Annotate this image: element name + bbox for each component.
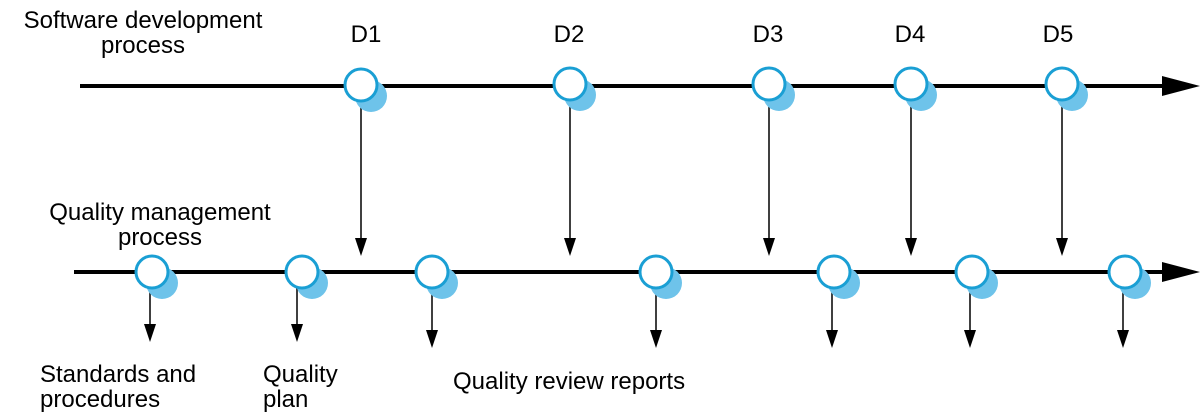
quality-node xyxy=(816,254,860,299)
quality-plan-label-line1: Quality xyxy=(263,361,338,388)
software-process-label-line1: Software development xyxy=(24,7,263,34)
quality-plan-label-line2: plan xyxy=(263,386,308,413)
quality-node xyxy=(1107,254,1151,299)
quality-node xyxy=(414,254,458,299)
quality-process-label-line2: process xyxy=(118,224,202,251)
deliverable-label-d5: D5 xyxy=(1043,21,1074,48)
milestone-node-d5 xyxy=(1044,66,1088,111)
software-process-label-line2: process xyxy=(101,32,185,59)
milestone-node-d2 xyxy=(552,66,596,111)
standards-label-line1: Standards and xyxy=(40,361,196,388)
quality-node xyxy=(954,254,998,299)
quality-node xyxy=(284,254,328,299)
quality-review-reports-label: Quality review reports xyxy=(453,368,685,395)
deliverable-arrows xyxy=(355,100,1068,256)
quality-node xyxy=(638,254,682,299)
deliverable-label-d1: D1 xyxy=(351,21,382,48)
quality-node xyxy=(134,254,178,299)
deliverable-label-d3: D3 xyxy=(753,21,784,48)
milestone-node-d3 xyxy=(751,66,795,111)
quality-process-label-line1: Quality management xyxy=(49,199,271,226)
quality-milestones xyxy=(134,254,1151,299)
standards-label-line2: procedures xyxy=(40,386,160,413)
quality-process-arrowhead xyxy=(1162,262,1200,282)
software-process-arrowhead xyxy=(1162,76,1200,96)
milestone-node-d1 xyxy=(343,67,387,112)
deliverable-label-d4: D4 xyxy=(895,21,926,48)
deliverable-label-d2: D2 xyxy=(554,21,585,48)
milestone-node-d4 xyxy=(893,66,937,111)
software-milestones xyxy=(343,66,1088,112)
